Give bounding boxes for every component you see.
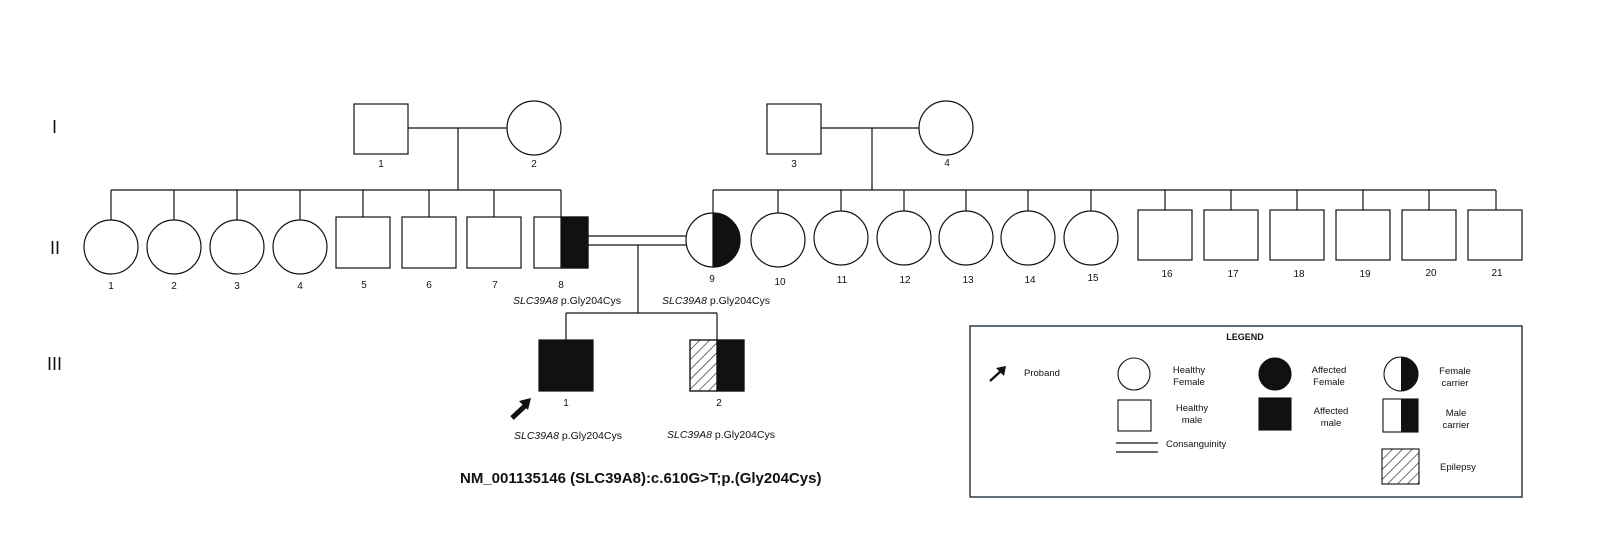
individual-II-17-id: 17 <box>1227 269 1239 280</box>
individual-II-14-id: 14 <box>1024 275 1036 286</box>
pedigree-connectors <box>110 127 1497 340</box>
legend-box <box>969 325 1523 498</box>
legend-proband-label: Proband <box>1024 368 1060 379</box>
individual-II-11-id: 11 <box>837 275 848 286</box>
individual-I-4-id: 4 <box>944 158 950 169</box>
individual-I-1-symbol <box>353 103 409 155</box>
individual-III-2-id: 2 <box>716 398 722 409</box>
individual-II-18-symbol <box>1269 209 1325 261</box>
generation-II-ids: 1 2 3 4 5 6 7 8 9 10 11 12 13 14 15 16 1… <box>108 268 1503 292</box>
individual-II-3-symbol <box>209 219 265 275</box>
individual-II-2-id: 2 <box>171 281 177 292</box>
generation-I: 1 2 3 4 <box>353 100 974 170</box>
individual-II-4-symbol <box>272 219 328 275</box>
individual-II-8-id: 8 <box>558 280 564 291</box>
individual-II-7-symbol <box>466 216 522 269</box>
individual-II-5-id: 5 <box>361 280 367 291</box>
legend-consanguinity-label: Consanguinity <box>1166 439 1226 450</box>
individual-II-19-id: 19 <box>1359 269 1371 280</box>
individual-II-16-symbol <box>1137 209 1193 261</box>
individual-II-17-symbol <box>1203 209 1259 261</box>
legend-epilepsy-label: Epilepsy <box>1440 462 1476 473</box>
generation-label-III: III <box>47 354 62 374</box>
individual-II-6-id: 6 <box>426 280 432 291</box>
individual-II-20-symbol <box>1401 209 1457 261</box>
legend-proband-arrow-icon <box>989 366 1006 382</box>
legend-healthy-male-icon <box>1117 399 1152 432</box>
individual-II-20-id: 20 <box>1425 268 1437 279</box>
individual-II-4-id: 4 <box>297 281 303 292</box>
individual-II-21-symbol <box>1467 209 1523 261</box>
individual-II-10-symbol <box>750 212 806 268</box>
legend-epilepsy-icon <box>1381 448 1420 485</box>
generation-II <box>83 209 1523 275</box>
individual-II-2-symbol <box>146 219 202 275</box>
legend-healthy-female-icon <box>1117 357 1151 391</box>
proband-arrow <box>510 398 531 420</box>
individual-III-2-symbol <box>689 339 745 392</box>
individual-II-5-symbol <box>335 216 391 269</box>
individual-II-10-id: 10 <box>774 277 786 288</box>
individual-I-2-symbol <box>506 100 562 156</box>
legend-affected-female-icon <box>1258 357 1292 391</box>
individual-II-19-symbol <box>1335 209 1391 261</box>
individual-II-13-id: 13 <box>962 275 974 286</box>
legend-female-carrier-icon <box>1383 356 1419 392</box>
individual-II-12-symbol <box>876 210 932 266</box>
individual-II-15-symbol <box>1063 210 1119 266</box>
individual-II-7-id: 7 <box>492 280 498 291</box>
individual-I-3-id: 3 <box>791 159 797 170</box>
genotype-label-III-1: SLC39A8 p.Gly204Cys <box>514 430 622 442</box>
legend-consanguinity-icon <box>1116 442 1158 453</box>
individual-II-16-id: 16 <box>1161 269 1173 280</box>
individual-II-9-id: 9 <box>709 274 715 285</box>
individual-II-21-id: 21 <box>1491 268 1503 279</box>
legend-title: LEGEND <box>1226 332 1264 342</box>
individual-II-3-id: 3 <box>234 281 240 292</box>
individual-II-12-id: 12 <box>899 275 911 286</box>
individual-II-8-symbol <box>533 216 589 269</box>
genotype-label-II-9: SLC39A8 p.Gly204Cys <box>662 295 770 307</box>
generation-III <box>538 339 745 392</box>
genotype-label-III-2: SLC39A8 p.Gly204Cys <box>667 429 775 441</box>
individual-I-2-id: 2 <box>531 159 537 170</box>
individual-II-14-symbol <box>1000 210 1056 266</box>
individual-III-1-id: 1 <box>563 398 569 409</box>
genotype-label-II-8: SLC39A8 p.Gly204Cys <box>513 295 621 307</box>
individual-II-1-id: 1 <box>108 281 114 292</box>
generation-label-II: II <box>50 238 60 258</box>
individual-III-1-symbol <box>538 339 594 392</box>
legend-male-carrier-icon <box>1382 398 1419 433</box>
individual-II-11-symbol <box>813 210 869 266</box>
generation-label-I: I <box>52 117 57 137</box>
individual-II-9-symbol <box>685 212 741 268</box>
individual-II-13-symbol <box>938 210 994 266</box>
individual-II-1-symbol <box>83 219 139 275</box>
individual-II-15-id: 15 <box>1087 273 1099 284</box>
individual-I-1-id: 1 <box>378 159 384 170</box>
mutation-title: NM_001135146 (SLC39A8):c.610G>T;p.(Gly20… <box>460 470 821 487</box>
legend-affected-male-icon <box>1258 397 1292 431</box>
individual-II-6-symbol <box>401 216 457 269</box>
individual-I-3-symbol <box>766 103 822 155</box>
individual-II-18-id: 18 <box>1293 269 1305 280</box>
individual-I-4-symbol <box>918 100 974 156</box>
